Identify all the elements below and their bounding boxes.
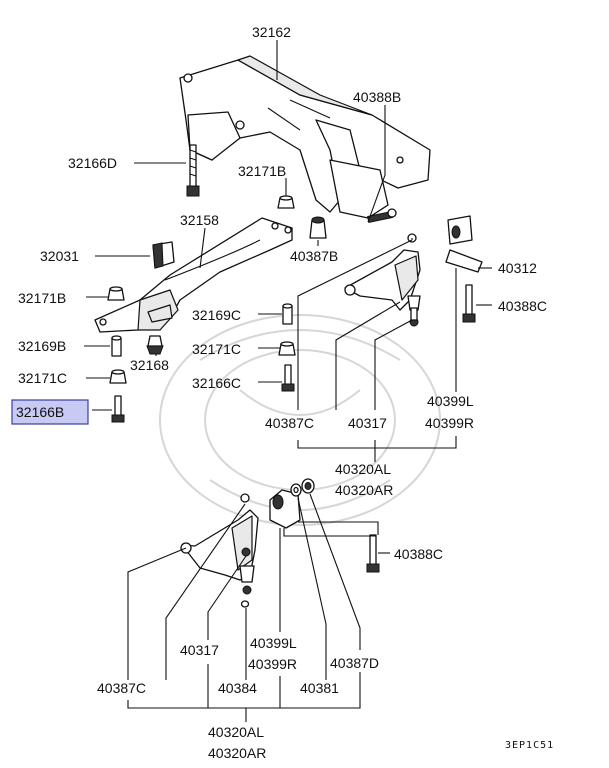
label-32162[interactable]: 32162	[252, 24, 291, 40]
label-32158[interactable]: 32158	[180, 212, 219, 228]
bushing-40399[interactable]	[269, 489, 301, 529]
label-32169B[interactable]: 32169B	[18, 338, 66, 354]
bolt-40388C-bottom[interactable]	[366, 534, 380, 573]
nut-40384[interactable]	[240, 600, 250, 608]
crossmember-32162[interactable]	[179, 55, 431, 219]
nut-32171C-mid[interactable]	[278, 341, 296, 356]
label-40320AL-top[interactable]: 40320AL	[335, 461, 391, 477]
highlight-32166B[interactable]: 32166B	[11, 399, 89, 425]
label-32171B-top[interactable]: 32171B	[238, 163, 286, 179]
label-40317-bottom[interactable]: 40317	[180, 642, 219, 658]
label-40387C-bottom[interactable]: 40387C	[97, 680, 146, 696]
label-40388C-bottom[interactable]: 40388C	[394, 546, 443, 562]
label-40320AR-top[interactable]: 40320AR	[335, 482, 393, 498]
bolt-32166D[interactable]	[186, 144, 200, 197]
nut-40387D[interactable]	[301, 478, 315, 494]
label-32171C[interactable]: 32171C	[18, 370, 67, 386]
lower-arm-upper-view[interactable]	[344, 233, 421, 327]
bushing-40312[interactable]	[445, 215, 483, 273]
label-40399L-bottom[interactable]: 40399L	[250, 635, 297, 651]
part-labels: 32162 40388B 32166D 32171B 32158 32031 4…	[11, 24, 554, 761]
label-40312[interactable]: 40312	[498, 260, 537, 276]
bolt-32166B[interactable]	[111, 395, 125, 423]
label-40399R-bottom[interactable]: 40399R	[248, 656, 297, 672]
label-32168[interactable]: 32168	[130, 357, 169, 373]
lower-arm-lower-view[interactable]	[180, 493, 259, 595]
label-40317-top[interactable]: 40317	[348, 415, 387, 431]
label-32031[interactable]: 32031	[40, 248, 79, 264]
label-40399R-top[interactable]: 40399R	[425, 415, 474, 431]
label-32169C[interactable]: 32169C	[192, 307, 241, 323]
bolt-40388B[interactable]	[367, 208, 397, 224]
damper-32168[interactable]	[146, 335, 164, 355]
bushing-32031[interactable]	[152, 241, 175, 269]
nut-32171C[interactable]	[109, 369, 127, 384]
label-40387C-top[interactable]: 40387C	[265, 415, 314, 431]
label-40384[interactable]: 40384	[218, 680, 257, 696]
nut-32171B[interactable]	[107, 286, 125, 301]
washer-40381[interactable]	[290, 483, 302, 497]
label-32166C[interactable]: 32166C	[192, 375, 241, 391]
label-40388B[interactable]: 40388B	[353, 89, 401, 105]
brace-32158[interactable]	[94, 217, 293, 333]
label-40381[interactable]: 40381	[300, 680, 339, 696]
nut-32171B-top[interactable]	[277, 195, 295, 209]
label-32166B[interactable]: 32166B	[16, 404, 64, 420]
label-32166D[interactable]: 32166D	[68, 155, 117, 171]
spacer-32169B[interactable]	[111, 335, 122, 357]
label-32171B[interactable]: 32171B	[18, 290, 66, 306]
bolt-32166C[interactable]	[281, 364, 295, 392]
label-40387D[interactable]: 40387D	[330, 655, 379, 671]
leader-lines	[84, 40, 492, 722]
label-40320AR-bottom[interactable]: 40320AR	[208, 745, 266, 761]
spacer-32169C[interactable]	[282, 303, 293, 325]
label-32171C-mid[interactable]: 32171C	[192, 341, 241, 357]
label-40388C-top[interactable]: 40388C	[498, 298, 547, 314]
bolt-40388C-top[interactable]	[462, 284, 476, 323]
label-40387B[interactable]: 40387B	[290, 248, 338, 264]
label-40320AL-bottom[interactable]: 40320AL	[208, 724, 264, 740]
label-40399L-top[interactable]: 40399L	[427, 393, 474, 409]
diagram-code: 3EP1C51	[505, 740, 554, 751]
nut-40387B[interactable]	[309, 216, 327, 239]
